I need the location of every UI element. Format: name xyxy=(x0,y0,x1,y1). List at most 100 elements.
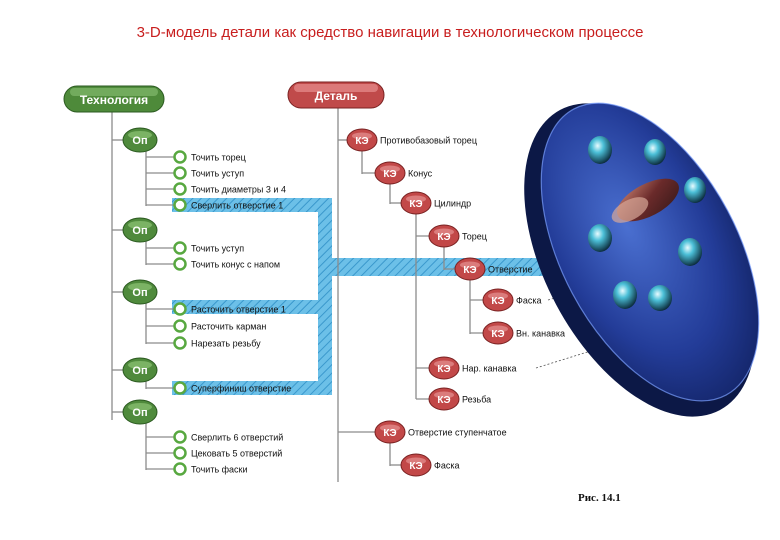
operation-label: Оп xyxy=(132,225,147,237)
step-label: Точить фаски xyxy=(191,465,248,475)
part-element-marker: КЭ xyxy=(437,232,450,243)
step-item[interactable]: Точить уступ xyxy=(173,241,245,255)
step-marker-icon xyxy=(173,302,187,316)
step-label: Точить конус с напом xyxy=(191,260,280,270)
step-marker-icon xyxy=(173,381,187,395)
technology-header[interactable]: Технология xyxy=(63,85,165,113)
part-element-8[interactable]: КЭ Нар. канавка xyxy=(428,356,517,380)
step-item[interactable]: Точить уступ xyxy=(173,166,245,180)
part-element-label: Противобазовый торец xyxy=(380,136,477,146)
step-item[interactable]: Расточить карман xyxy=(173,319,267,333)
step-item[interactable]: Точить диаметры 3 и 4 xyxy=(173,182,286,196)
operation-label: Оп xyxy=(132,365,147,377)
part-element-marker: КЭ xyxy=(437,395,450,406)
part-element-2[interactable]: КЭ Конус xyxy=(374,161,433,185)
part-element-label: Отверстие ступенчатое xyxy=(408,428,507,438)
step-marker-icon xyxy=(173,462,187,476)
step-label: Суперфиниш отверстие xyxy=(191,384,291,394)
part-element-label: Фаска xyxy=(516,296,542,306)
step-label: Точить уступ xyxy=(191,169,244,179)
part-element-marker: КЭ xyxy=(409,199,422,210)
step-label: Точить диаметры 3 и 4 xyxy=(191,185,286,195)
part-element-label: Цилиндр xyxy=(434,199,471,209)
part-element-4[interactable]: КЭ Торец xyxy=(428,224,487,248)
part-element-marker: КЭ xyxy=(491,329,504,340)
tree-lines xyxy=(111,108,488,482)
part-element-marker: КЭ xyxy=(383,428,396,439)
part-element-6[interactable]: КЭ Фаска xyxy=(482,288,542,312)
part-element-label: Отверстие xyxy=(488,265,532,275)
step-marker-icon xyxy=(173,319,187,333)
step-marker-icon xyxy=(173,336,187,350)
highlight-band-4-vertical xyxy=(318,312,332,394)
part-element-marker: КЭ xyxy=(491,296,504,307)
step-item[interactable]: Сверлить 6 отверстий xyxy=(173,430,284,444)
step-label: Цековать 5 отверстий xyxy=(191,449,282,459)
operation-label: Оп xyxy=(132,135,147,147)
step-item[interactable]: Точить конус с напом xyxy=(173,257,281,271)
highlight-band-2 xyxy=(318,258,558,276)
part-element-1[interactable]: КЭ Противобазовый торец xyxy=(346,128,477,152)
part-element-7[interactable]: КЭ Вн. канавка xyxy=(482,321,565,345)
part-element-label: Фаска xyxy=(434,461,460,471)
part-element-label: Торец xyxy=(462,232,487,242)
operation-label: Оп xyxy=(132,287,147,299)
figure-caption: Рис. 14.1 xyxy=(578,492,621,504)
step-label: Нарезать резьбу xyxy=(191,339,261,349)
step-marker-icon xyxy=(173,198,187,212)
part-element-3[interactable]: КЭ Цилиндр xyxy=(400,191,471,215)
step-label: Точить уступ xyxy=(191,244,244,254)
part-element-10[interactable]: КЭ Отверстие ступенчатое xyxy=(374,420,507,444)
step-marker-icon xyxy=(173,150,187,164)
highlight-band-1 xyxy=(172,198,332,212)
part-element-5[interactable]: КЭ Отверстие xyxy=(454,257,532,281)
part-element-label: Вн. канавка xyxy=(516,329,565,339)
step-label: Сверлить 6 отверстий xyxy=(191,433,283,443)
part-element-marker: КЭ xyxy=(383,169,396,180)
highlight-band-1-vertical xyxy=(318,198,332,260)
step-label: Точить торец xyxy=(191,153,246,163)
step-item[interactable]: Точить торец xyxy=(173,150,246,164)
highlight-bands xyxy=(172,198,558,395)
step-marker-icon xyxy=(173,446,187,460)
step-item[interactable]: Суперфиниш отверстие xyxy=(173,381,292,395)
operation-label: Оп xyxy=(132,407,147,419)
part-header[interactable]: Деталь xyxy=(287,81,385,109)
step-label: Расточить отверстие 1 xyxy=(191,305,286,315)
highlight-band-4 xyxy=(172,381,332,395)
step-marker-icon xyxy=(173,166,187,180)
step-item[interactable]: Нарезать резьбу xyxy=(173,336,262,350)
page-title: 3-D-модель детали как средство навигации… xyxy=(136,24,644,41)
step-label: Расточить карман xyxy=(191,322,266,332)
highlight-band-3-vertical xyxy=(318,276,332,312)
part-element-label: Конус xyxy=(408,169,433,179)
step-item[interactable]: Точить фаски xyxy=(173,462,248,476)
step-item[interactable]: Сверлить отверстие 1 xyxy=(173,198,284,212)
part-header-label: Деталь xyxy=(315,89,358,103)
step-marker-icon xyxy=(173,182,187,196)
part-element-marker: КЭ xyxy=(355,136,368,147)
part-element-label: Нар. канавка xyxy=(462,364,517,374)
part-element-marker: КЭ xyxy=(463,265,476,276)
step-item[interactable]: Расточить отверстие 1 xyxy=(173,302,286,316)
highlight-band-3 xyxy=(172,300,332,314)
part-element-marker: КЭ xyxy=(437,364,450,375)
step-item[interactable]: Цековать 5 отверстий xyxy=(173,446,283,460)
step-marker-icon xyxy=(173,257,187,271)
step-label: Сверлить отверстие 1 xyxy=(191,201,283,211)
step-marker-icon xyxy=(173,430,187,444)
part-element-9[interactable]: КЭ Резьба xyxy=(428,387,491,411)
part-element-label: Резьба xyxy=(462,395,491,405)
model-holes xyxy=(588,136,706,311)
technology-header-label: Технология xyxy=(80,93,148,107)
part-3d-model[interactable] xyxy=(476,65,780,454)
